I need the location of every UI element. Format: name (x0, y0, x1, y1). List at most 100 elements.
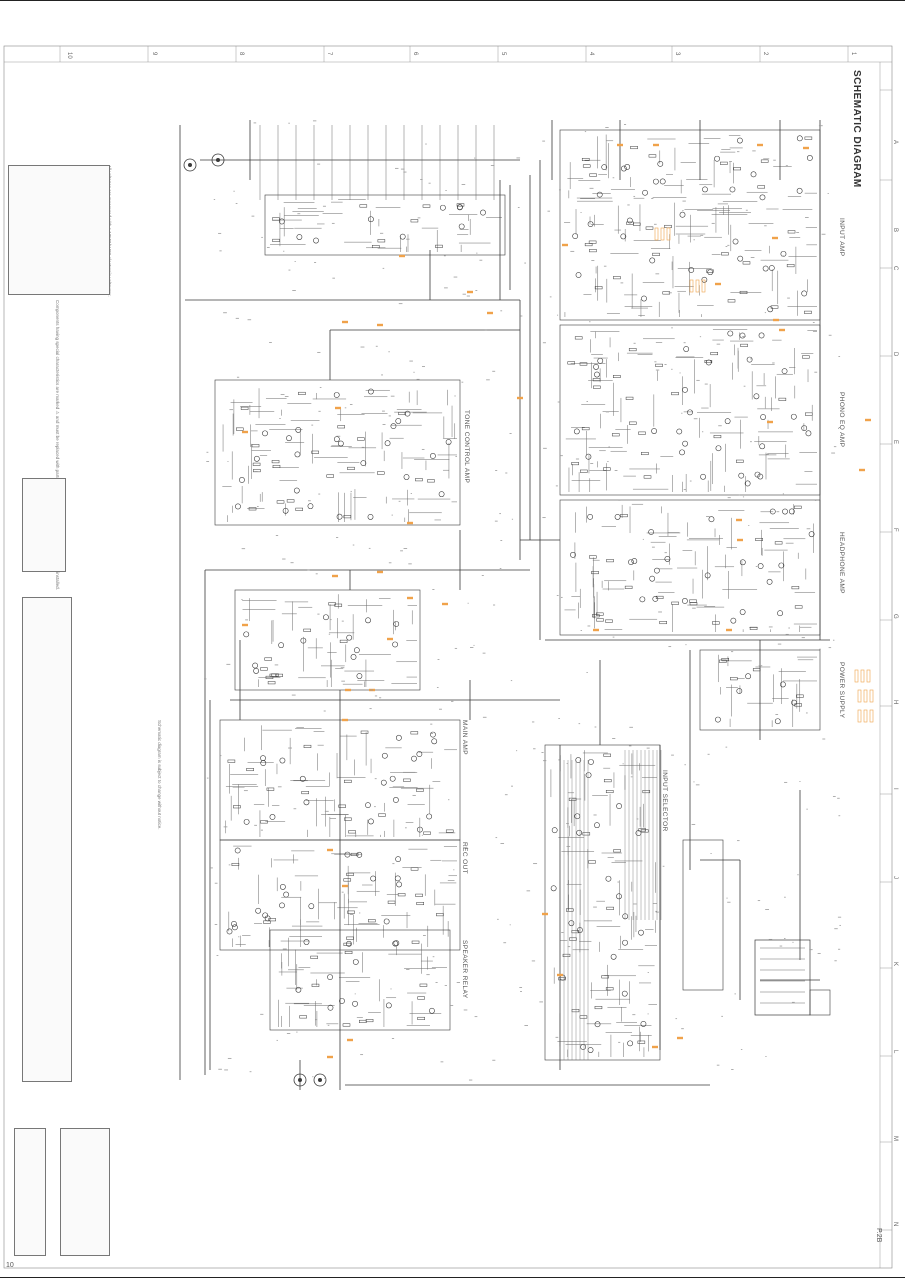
transistor-symbol (568, 920, 575, 927)
resistor-symbol (303, 628, 311, 632)
resistor-symbol (272, 238, 280, 242)
grid-row-label: G (892, 614, 898, 619)
transistor-symbol (631, 558, 638, 564)
annotation-glyph (435, 982, 438, 983)
annotation-glyph (291, 694, 296, 696)
transistor-symbol (239, 477, 245, 483)
annotation-glyph (379, 697, 382, 699)
resistor-symbol (251, 444, 260, 448)
page-number-right: P.2B (875, 1228, 882, 1243)
transistor-symbol (627, 1040, 634, 1047)
resistor-symbol (601, 975, 609, 979)
transistor-symbol (385, 1002, 392, 1009)
resistor-symbol (415, 478, 423, 482)
grid-row-label: A (892, 140, 898, 145)
voltage-marker (865, 418, 871, 422)
annotation-glyph (490, 165, 495, 166)
annotation-glyph (445, 190, 447, 191)
annotation-glyph (542, 760, 547, 762)
transistor-symbol (654, 567, 660, 574)
annotation-glyph (382, 267, 385, 269)
transistor-symbol (682, 440, 688, 447)
transistor-symbol (337, 440, 344, 447)
annotation-glyph (235, 317, 239, 319)
resistor-symbol (295, 507, 303, 511)
voltage-marker (327, 1055, 333, 1059)
annotation-glyph (731, 1069, 734, 1070)
annotation-glyph (350, 490, 352, 492)
resistor-symbol (671, 392, 679, 396)
resistor-symbol (720, 161, 728, 165)
transistor-symbol (628, 559, 634, 565)
annotation-glyph (511, 518, 514, 520)
resistor-symbol (410, 731, 419, 735)
transistor-symbol (738, 472, 745, 479)
resistor-symbol (787, 230, 796, 234)
annotation-glyph (426, 974, 430, 976)
resistor-symbol (582, 164, 591, 168)
annotation-glyph (558, 718, 560, 719)
resistor-symbol (346, 936, 354, 940)
annotation-glyph (736, 151, 740, 153)
resistor-symbol (339, 639, 348, 643)
annotation-glyph (838, 356, 841, 357)
annotation-glyph (241, 548, 246, 550)
annotation-glyph (475, 290, 478, 291)
resistor-symbol (419, 983, 428, 987)
transistor-symbol (394, 875, 401, 882)
transistor-symbol (307, 503, 314, 510)
annotation-glyph (764, 312, 767, 314)
transistor-symbol (339, 998, 345, 1004)
voltage-marker (242, 430, 248, 434)
annotation-glyph (486, 379, 490, 381)
resistor-symbol (416, 788, 424, 792)
transistor-symbol (622, 913, 629, 920)
voltage-marker (726, 628, 732, 632)
resistor-symbol (637, 1040, 646, 1044)
transistor-symbol (300, 637, 307, 644)
transistor-symbol (780, 681, 786, 688)
resistor-symbol (240, 406, 249, 410)
transistor-symbol (739, 559, 746, 566)
annotation-glyph (699, 336, 702, 338)
resistor-symbol (344, 817, 352, 821)
transistor-symbol (393, 797, 399, 803)
transistor-symbol (575, 272, 582, 278)
resistor-symbol (422, 204, 431, 208)
voltage-marker (377, 570, 383, 574)
resistor-symbol (398, 412, 406, 416)
annotation-glyph (462, 293, 466, 295)
annotation-glyph (228, 864, 231, 866)
annotation-glyph (539, 1001, 543, 1003)
annotation-glyph (497, 918, 499, 920)
annotation-glyph (499, 568, 502, 569)
transistor-symbol (293, 487, 300, 494)
annotation-glyph (296, 1031, 298, 1033)
resistor-symbol (710, 352, 719, 356)
transistor-symbol (395, 734, 402, 741)
resistor-symbol (580, 469, 588, 473)
block-label: MAIN AMP (461, 720, 468, 755)
annotation-glyph (814, 500, 817, 501)
resistor-symbol (778, 397, 787, 401)
annotation-glyph (510, 680, 513, 682)
annotation-glyph (227, 461, 229, 462)
resistor-symbol (605, 790, 614, 794)
jack-symbol (183, 158, 197, 172)
annotation-glyph (369, 689, 374, 691)
annotation-glyph (718, 425, 722, 427)
annotation-glyph (533, 748, 536, 750)
resistor-symbol (326, 474, 334, 478)
annotation-glyph (238, 936, 240, 938)
annotation-glyph (817, 952, 821, 954)
transistor-symbol (333, 392, 340, 398)
transistor-symbol (737, 255, 744, 262)
resistor-symbol (594, 1006, 603, 1010)
transistor-symbol (801, 425, 808, 432)
annotation-glyph (814, 371, 818, 373)
voltage-marker (399, 254, 405, 258)
annotation-glyph (406, 238, 410, 240)
resistor-symbol (565, 908, 574, 912)
annotation-glyph (454, 395, 456, 397)
transistor-symbol (278, 218, 285, 225)
